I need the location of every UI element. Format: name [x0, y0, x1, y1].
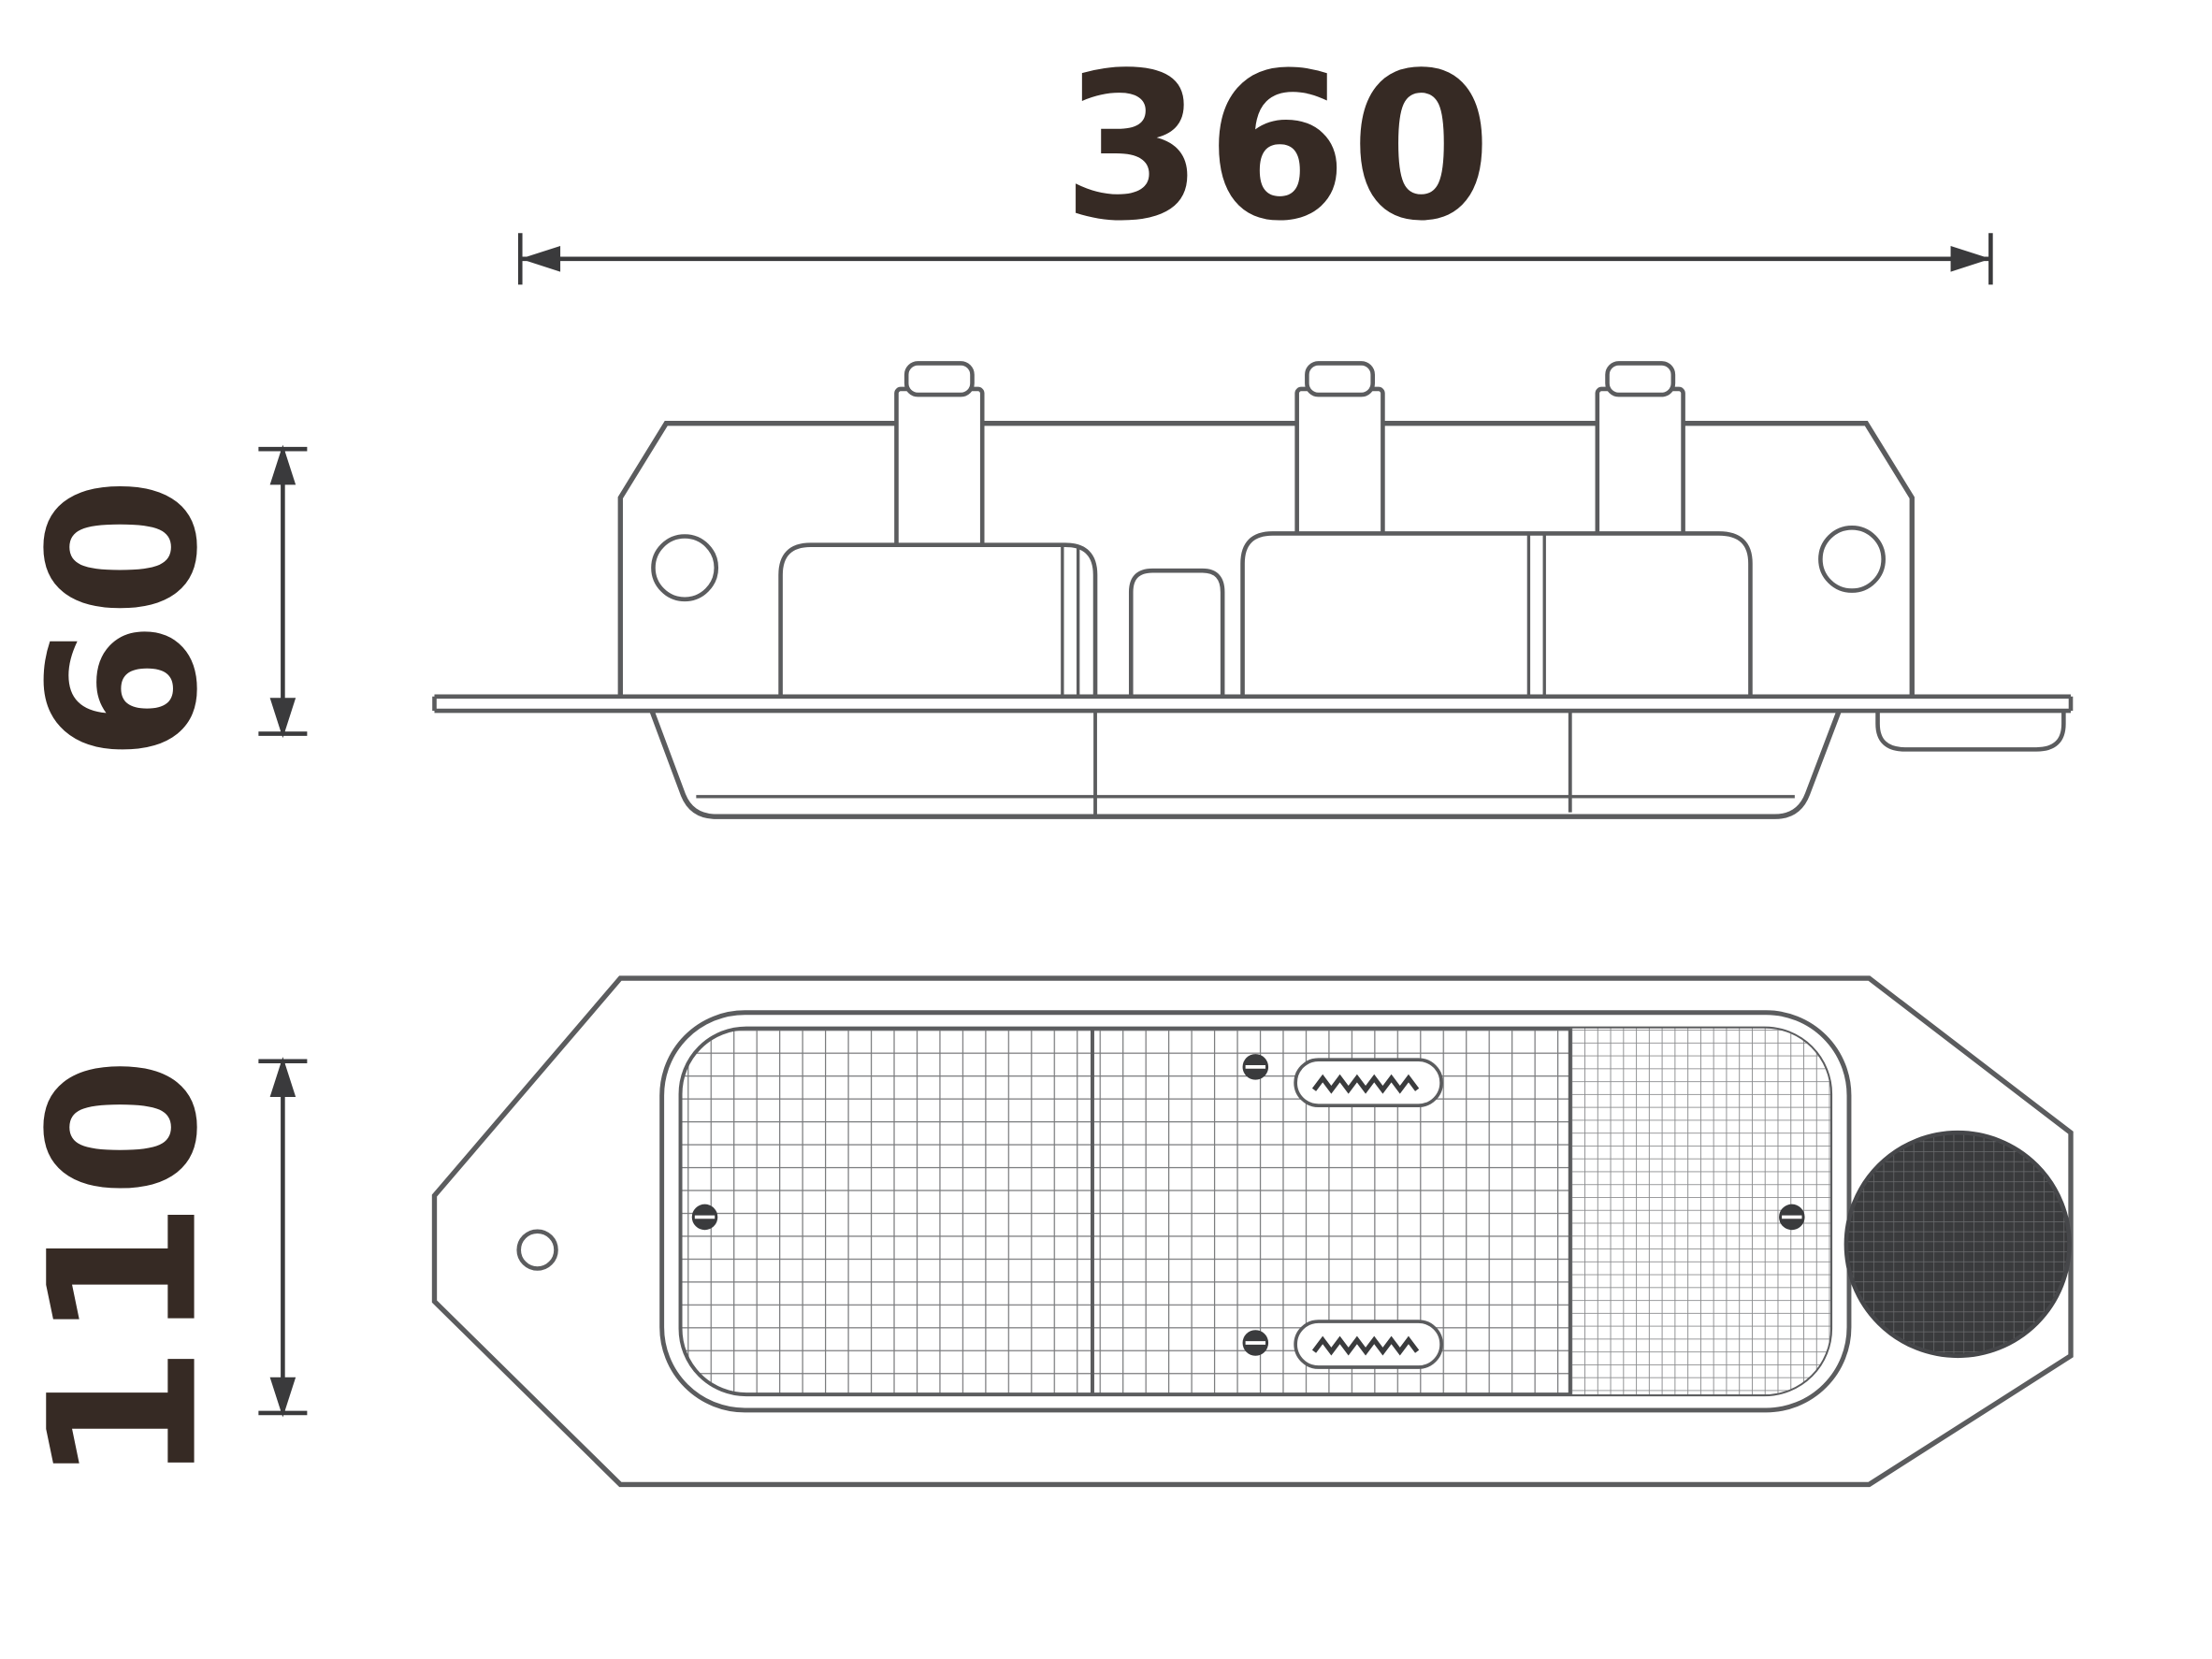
bulb-post-cap [1605, 361, 1676, 397]
screw-head [691, 1204, 718, 1231]
dimension-arrowhead-left-icon [520, 246, 561, 272]
bulb-post-cap [904, 361, 975, 397]
front-face-view [431, 975, 2074, 1488]
dimension-arrowhead-up-icon [269, 1057, 296, 1097]
brand-plate-mark [1311, 1074, 1420, 1094]
side-profile-view [432, 361, 2074, 819]
bulb-post-body [894, 386, 985, 563]
width-dimension: 360 [517, 29, 1993, 285]
side-bracket [1875, 711, 2066, 752]
mounting-hole-left [651, 534, 719, 602]
bulb-post-cap [1305, 361, 1376, 397]
screw-head [1779, 1204, 1805, 1231]
brand-plate-mark [1311, 1335, 1420, 1356]
width-dimension-line [517, 233, 1993, 285]
side-height-dimension-label: 60 [7, 474, 243, 762]
front-height-dimension: 110 [7, 1054, 308, 1486]
round-connector [1843, 1130, 2072, 1359]
dimension-arrowhead-down-icon [269, 1377, 296, 1418]
side-height-dimension-line [258, 444, 308, 739]
front-height-dimension-line [258, 1057, 308, 1418]
dimension-arrowhead-right-icon [1950, 246, 1991, 272]
bulb-post [894, 361, 985, 563]
screw-head [1242, 1330, 1269, 1356]
dimension-arrowhead-down-icon [269, 698, 296, 739]
mounting-hole-right [1818, 526, 1886, 593]
inner-housing-right [1240, 531, 1753, 697]
inner-housing-center [1128, 568, 1225, 697]
screw-head [1242, 1054, 1269, 1080]
brand-plate-bottom [1294, 1320, 1443, 1369]
front-height-dimension-label: 110 [7, 1054, 243, 1486]
front-mounting-hole [516, 1229, 558, 1271]
dimension-arrowhead-up-icon [269, 444, 296, 485]
side-lens [649, 710, 1842, 819]
brand-plate-top [1294, 1058, 1443, 1107]
inner-housing-left [778, 542, 1098, 697]
width-dimension-label: 360 [1063, 29, 1495, 266]
bulb-post [1595, 361, 1685, 563]
bulb-post [1294, 361, 1385, 563]
side-height-dimension: 60 [7, 444, 308, 762]
